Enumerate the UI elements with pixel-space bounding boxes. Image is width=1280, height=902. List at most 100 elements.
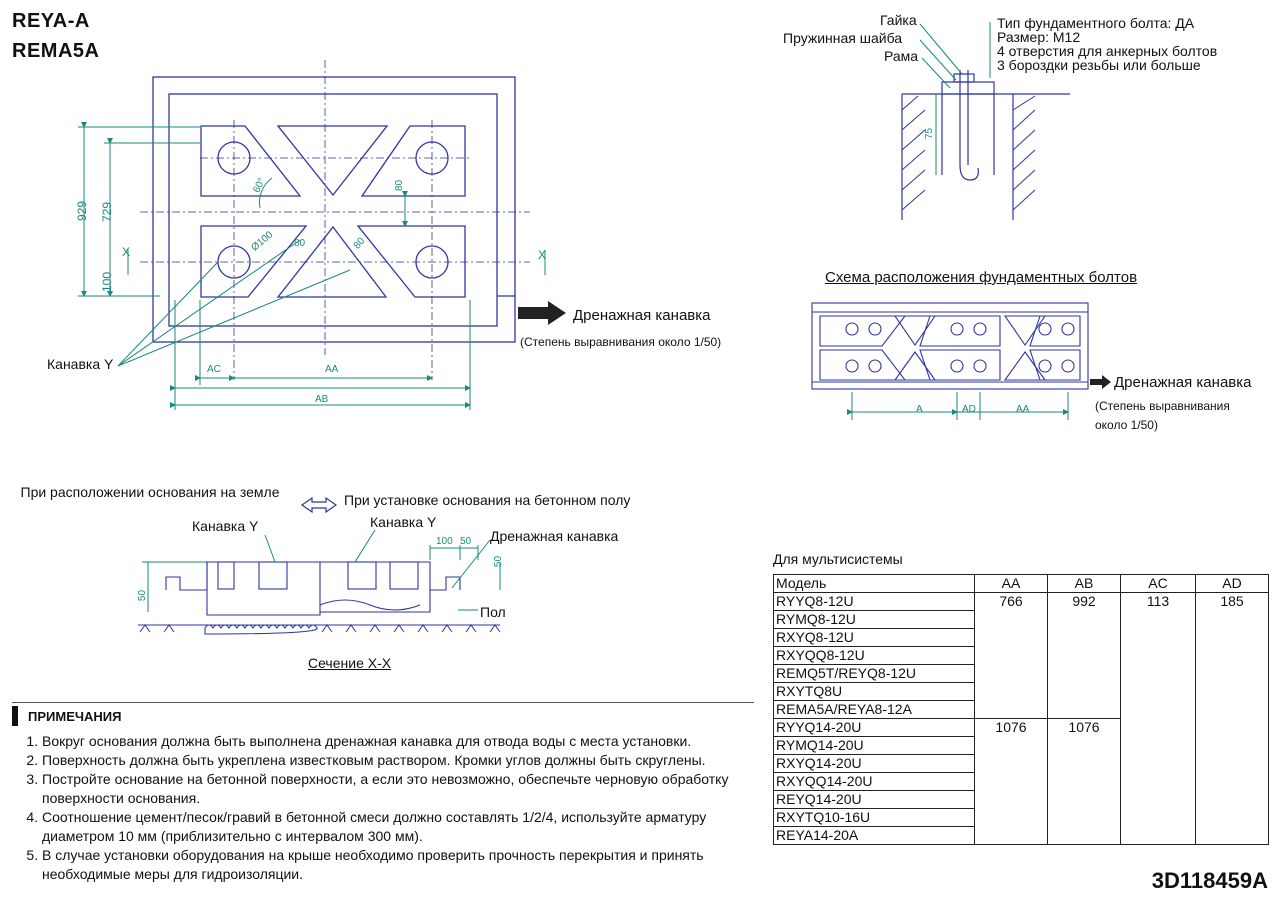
ab-cell-2: 1076 [1047, 718, 1121, 845]
section-dim-50-c: 50 [137, 589, 149, 602]
th-ab: AB [1047, 574, 1121, 593]
table-row: REMA5A/REYA8-12A [773, 700, 1269, 719]
section-mark-x-right: X [538, 248, 547, 262]
dim-75: 75 [924, 127, 936, 140]
model-cell: REYQ14-20U [773, 790, 975, 809]
bolt-layout [811, 302, 1089, 390]
dim-80-c: 80 [394, 179, 406, 192]
model-cell: REMQ5T/REYQ8-12U [773, 664, 975, 683]
double-arrow-icon [300, 496, 338, 514]
section-caption: Сечение X-X [308, 655, 392, 671]
bolt-info: Тип фундаментного болта: ДА Размер: M12 … [997, 16, 1217, 72]
layout-slope-1: (Степень выравнивания [1095, 399, 1230, 413]
frame-label: Рама [884, 48, 919, 64]
note-item: Постройте основание на бетонной поверхно… [42, 770, 757, 808]
table-row: RXYQ14-20U [773, 754, 1269, 773]
model-cell: RYYQ8-12U [773, 592, 975, 611]
model-cell: RXYTQ10-16U [773, 808, 975, 827]
layout-drain-label: Дренажная канавка [1114, 374, 1252, 391]
model-cell: RXYQ8-12U [773, 628, 975, 647]
ac-cell: 113 [1120, 592, 1196, 845]
table-row: RXYQ8-12U [773, 628, 1269, 647]
note-item: Соотношение цемент/песок/гравий в бетонн… [42, 808, 757, 846]
note-item: В случае установки оборудования на крыше… [42, 846, 757, 884]
layout-dim-ad: AD [962, 404, 976, 415]
section-view [138, 561, 500, 635]
model-cell: REYA14-20A [773, 826, 975, 845]
notes-list: Вокруг основания должна быть выполнена д… [12, 732, 757, 884]
notes-bar-icon [12, 706, 18, 726]
dim-ac: AC [207, 364, 221, 375]
model-title-2: REMA5A [12, 40, 100, 62]
bolt-info-threads: 3 бороздки резьбы или больше [997, 57, 1201, 73]
plan-centerlines [140, 60, 530, 380]
bolt-info-type: Тип фундаментного болта: ДА [997, 15, 1195, 31]
th-aa: AA [974, 574, 1048, 593]
nut-label: Гайка [880, 12, 917, 28]
bolt-detail [901, 70, 1070, 220]
table-row: RYYQ8-12U 766 992 113 185 [773, 592, 1269, 845]
ad-cell: 185 [1195, 592, 1269, 845]
table-row: RYMQ8-12U [773, 610, 1269, 629]
layout-dim-aa: AA [1016, 404, 1030, 415]
plan-dims [78, 122, 546, 410]
plan-slope-label: (Степень выравнивания около 1/50) [520, 335, 722, 349]
plan-drain-label: Дренажная канавка [573, 307, 711, 324]
note-item: Поверхность должна быть укреплена извест… [42, 751, 757, 770]
dim-ab: AB [315, 394, 329, 405]
layout-slope-2: около 1/50) [1095, 418, 1158, 432]
document-code: 3D118459A [1151, 868, 1268, 893]
bolt-info-holes: 4 отверстия для анкерных болтов [997, 43, 1218, 59]
concrete-label: При установке основания на бетонном полу [344, 492, 631, 508]
model-cell: RYMQ14-20U [773, 736, 975, 755]
table-row: REYA14-20A [773, 826, 1269, 845]
section-dim-50-b: 50 [493, 555, 505, 568]
groove-y-label: Канавка Y [47, 356, 114, 372]
dim-729: 729 [100, 201, 115, 223]
model-cell: REMA5A/REYA8-12A [773, 700, 975, 719]
ground-label: При расположении основания на земле [20, 484, 280, 500]
ab-cell: 992 [1047, 592, 1121, 719]
floor-marks [139, 624, 501, 633]
note-item: Вокруг основания должна быть выполнена д… [42, 732, 757, 751]
section-dim-100: 100 [436, 536, 453, 547]
dim-aa: AA [325, 364, 339, 375]
floor-label: Пол [480, 604, 506, 620]
washer-label: Пружинная шайба [783, 30, 903, 46]
layout-drain-arrow-icon [1090, 375, 1111, 389]
dim-80-a: 80 [294, 238, 306, 249]
model-cell: RYMQ8-12U [773, 610, 975, 629]
model-cell: RYYQ14-20U [773, 718, 975, 737]
section-drain-label: Дренажная канавка [490, 528, 619, 544]
notes-header-text: ПРИМЕЧАНИЯ [28, 708, 122, 724]
section-groove-left: Канавка Y [192, 518, 259, 534]
table-header-row: Модель AA AB AC AD [773, 574, 1269, 593]
model-table: Модель AA AB AC AD RYYQ8-12U 766 992 113… [773, 574, 1269, 845]
th-ac: AC [1120, 574, 1196, 593]
notes-section: ПРИМЕЧАНИЯ Вокруг основания должна быть … [12, 706, 757, 884]
dim-100: 100 [100, 271, 115, 293]
model-title-1: REYA-A [12, 10, 90, 32]
table-row: REYQ14-20U [773, 790, 1269, 809]
bolt-info-size: Размер: M12 [997, 29, 1081, 45]
notes-header: ПРИМЕЧАНИЯ [12, 706, 757, 726]
plan-view [152, 76, 516, 343]
model-cell: RXYQQ8-12U [773, 646, 975, 665]
model-cell: RXYTQ8U [773, 682, 975, 701]
layout-dim-a: A [916, 404, 923, 415]
th-model: Модель [773, 574, 975, 593]
table-caption: Для мультисистемы [773, 551, 903, 567]
section-mark-x-left: X [122, 245, 131, 259]
th-ad: AD [1195, 574, 1269, 593]
table-row: RYYQ14-20U 1076 1076 [773, 718, 1269, 845]
section-groove-right: Канавка Y [370, 514, 437, 530]
bolt-hatching [901, 95, 1036, 211]
model-cell: RXYQQ14-20U [773, 772, 975, 791]
layout-title: Схема расположения фундаментных болтов [825, 269, 1138, 286]
model-cell: RXYQ14-20U [773, 754, 975, 773]
aa-cell-2: 1076 [974, 718, 1048, 845]
dim-929: 929 [75, 200, 90, 222]
notes-divider [12, 702, 754, 703]
aa-cell: 766 [974, 592, 1048, 719]
